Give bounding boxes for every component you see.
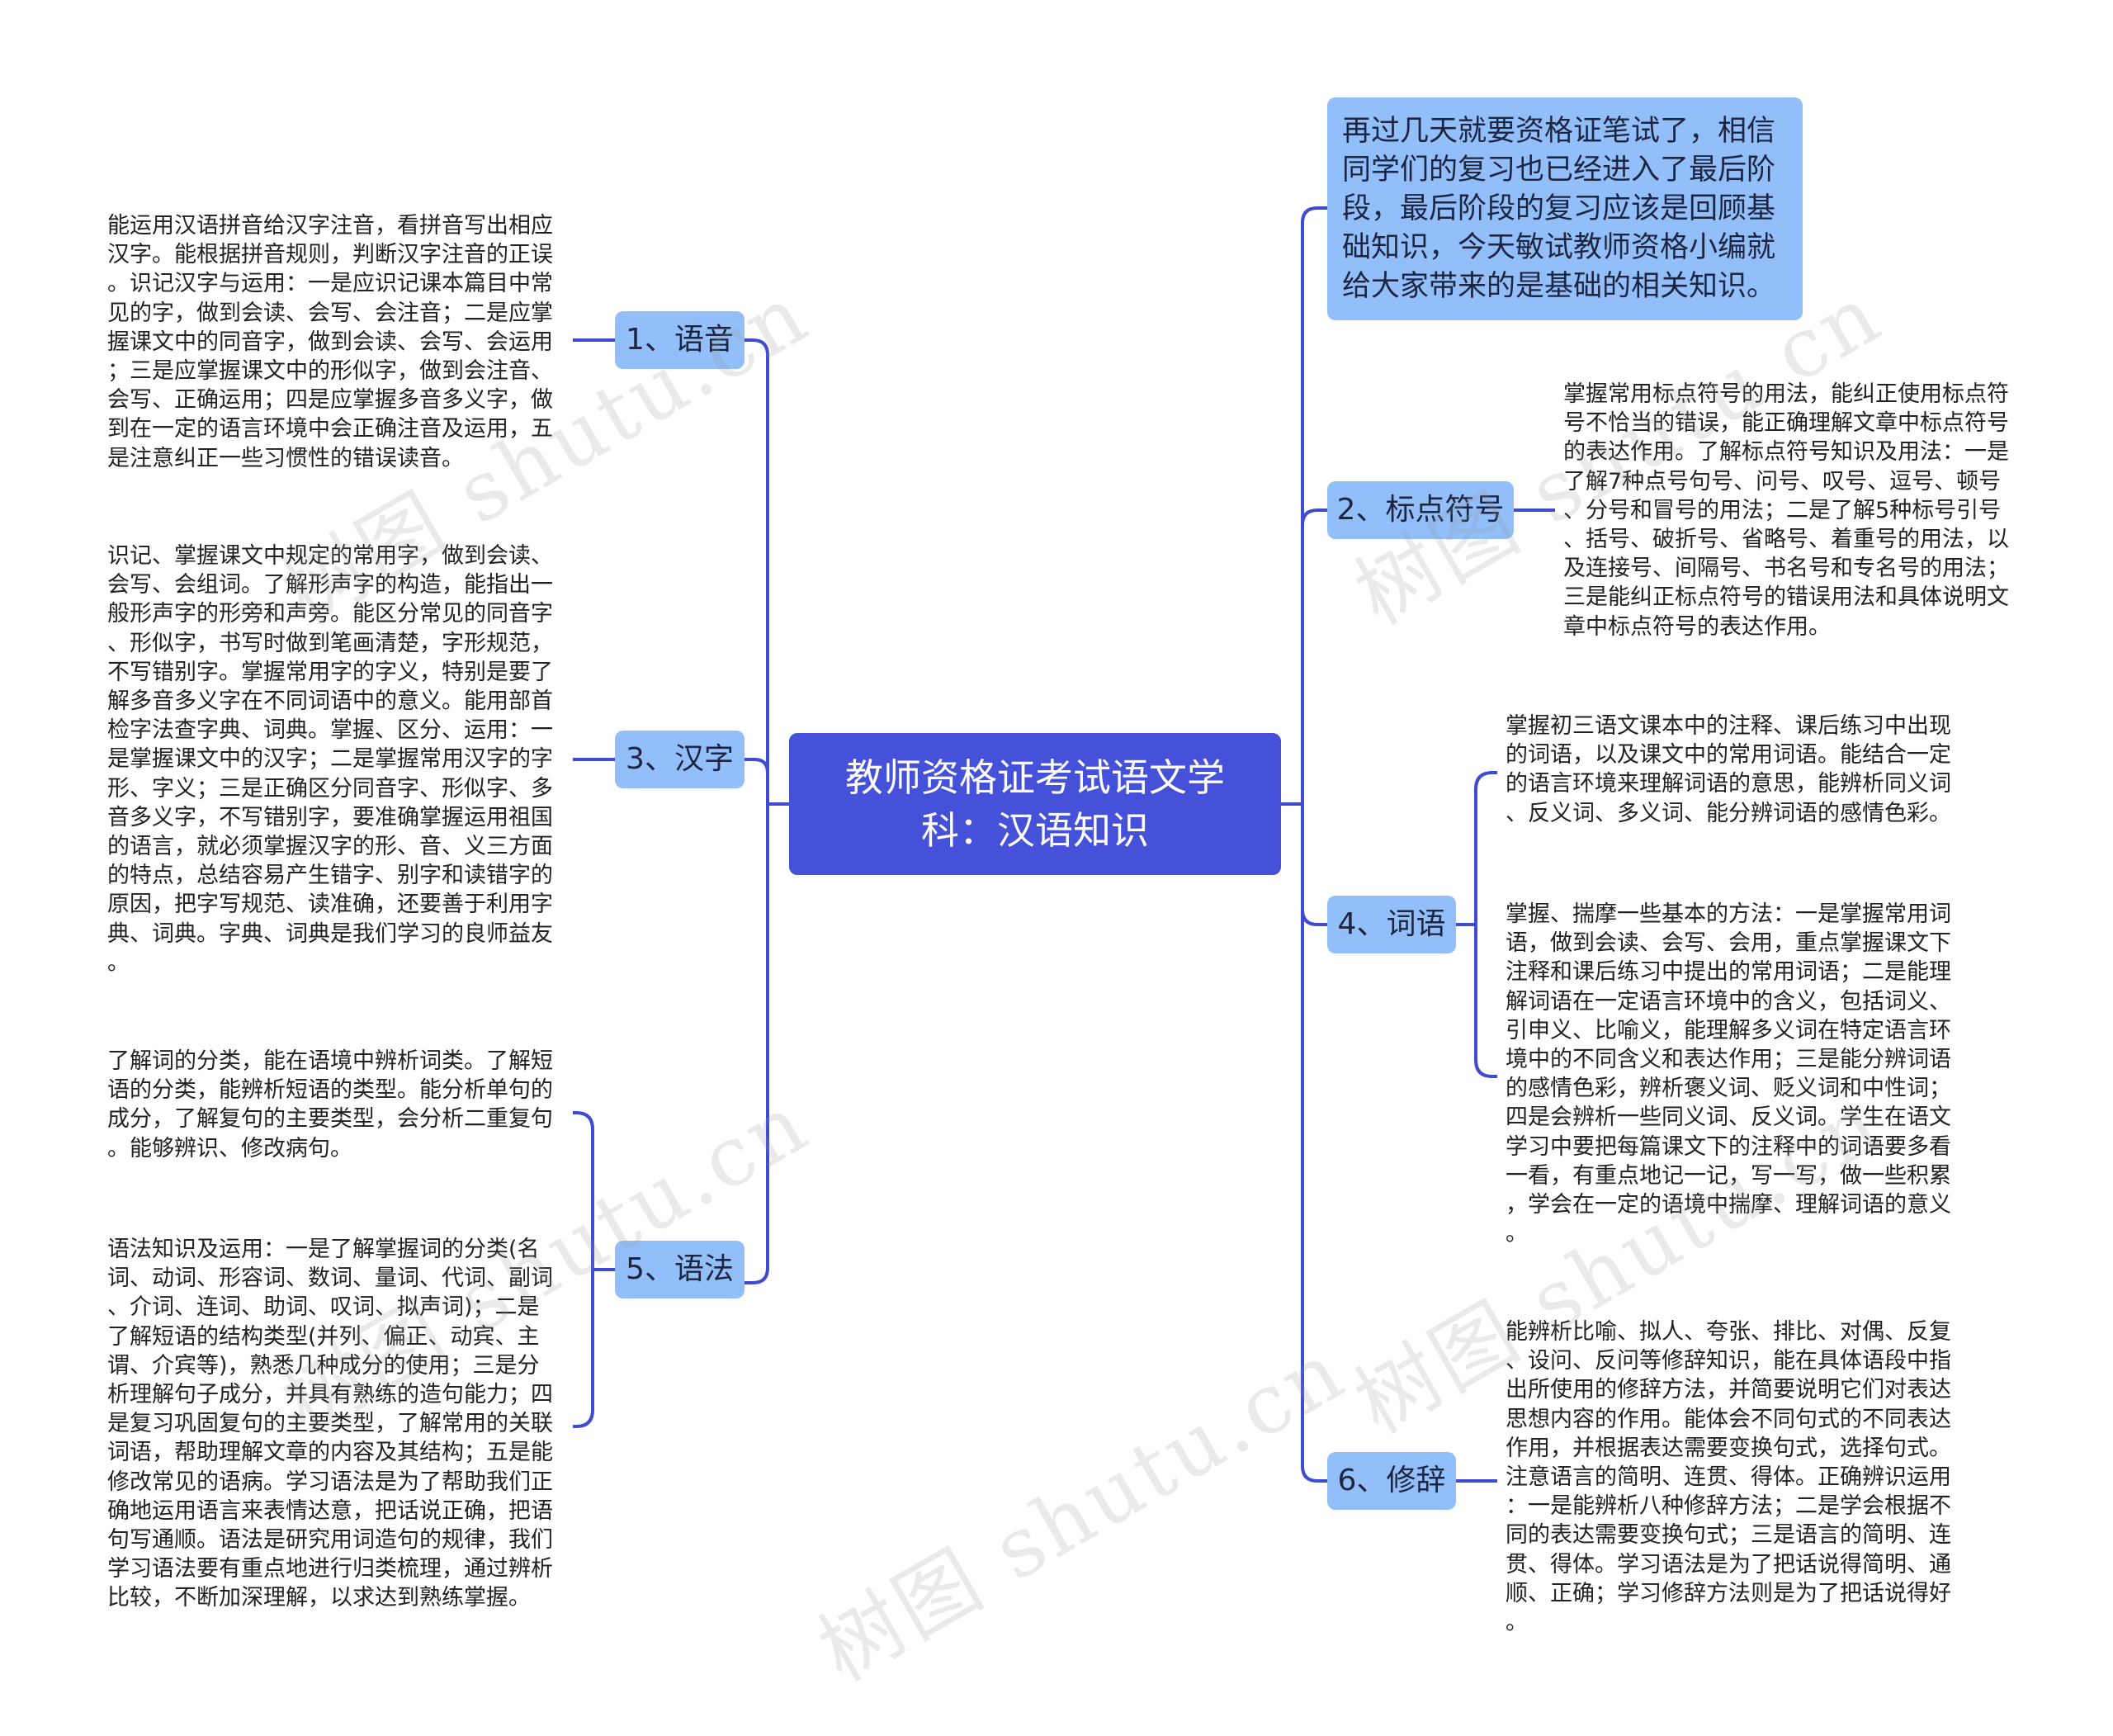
connector-yufa-leaves <box>573 1111 615 1428</box>
leaf-yufa-2: 语法知识及运用：一是了解掌握词的分类(名 词、动词、形容词、数词、量词、代词、副… <box>107 1237 553 1611</box>
leaf-hanzi-1: 识记、掌握课文中规定的常用字，做到会读、 会写、会组词。了解形声字的构造，能指出… <box>107 543 553 976</box>
leaf-xiuci-1: 能辨析比喻、拟人、夸张、排比、对偶、反复 、设问、反问等修辞知识，能在具体语段中… <box>1506 1319 1951 1636</box>
leaf-yufa-1: 了解词的分类，能在语境中辨析词类。了解短 语的分类，能辨析短语的类型。能分析单句… <box>107 1048 553 1161</box>
root-topic[interactable]: 教师资格证考试语文学科：汉语知识 <box>789 733 1281 875</box>
branch-label: 5、语法 <box>626 1252 734 1286</box>
branch-label: 3、汉字 <box>626 742 734 776</box>
branch-label: 1、语音 <box>626 323 734 357</box>
branch-label: 6、修辞 <box>1337 1464 1446 1497</box>
leaf-yuyin-1: 能运用汉语拼音给汉字注音，看拼音写出相应 汉字。能根据拼音规则，判断汉字注音的正… <box>107 213 553 471</box>
intro-note[interactable]: 再过几天就要资格证笔试了，相信同学们的复习也已经进入了最后阶段，最后阶段的复习应… <box>1327 97 1803 320</box>
branch-yufa[interactable]: 5、语法 <box>615 1241 745 1298</box>
connector-right-trunk <box>1301 206 1327 1483</box>
branch-xiuci[interactable]: 6、修辞 <box>1327 1452 1456 1510</box>
intro-note-text: 再过几天就要资格证笔试了，相信同学们的复习也已经进入了最后阶段，最后阶段的复习应… <box>1342 115 1776 303</box>
leaf-ciyu-2: 掌握、揣摩一些基本的方法：一是掌握常用词 语，做到会读、会写、会用，重点掌握课文… <box>1506 901 1951 1247</box>
branch-biaodian[interactable]: 2、标点符号 <box>1327 481 1514 539</box>
branch-yuyin[interactable]: 1、语音 <box>615 311 745 369</box>
root-topic-title: 教师资格证考试语文学科：汉语知识 <box>845 755 1225 853</box>
branch-label: 4、词语 <box>1337 907 1446 941</box>
branch-label: 2、标点符号 <box>1336 493 1505 527</box>
connector-left-trunk <box>745 338 769 1284</box>
leaf-biaodian-1: 掌握常用标点符号的用法，能纠正使用标点符 号不恰当的错误，能正确理解文章中标点符… <box>1563 381 2009 640</box>
connector-ciyu-leaves <box>1456 771 1497 1078</box>
branch-ciyu[interactable]: 4、词语 <box>1327 896 1456 953</box>
branch-hanzi[interactable]: 3、汉字 <box>615 731 745 788</box>
leaf-ciyu-1: 掌握初三语文课本中的注释、课后练习中出现 的词语，以及课文中的常用词语。能结合一… <box>1506 713 1951 826</box>
